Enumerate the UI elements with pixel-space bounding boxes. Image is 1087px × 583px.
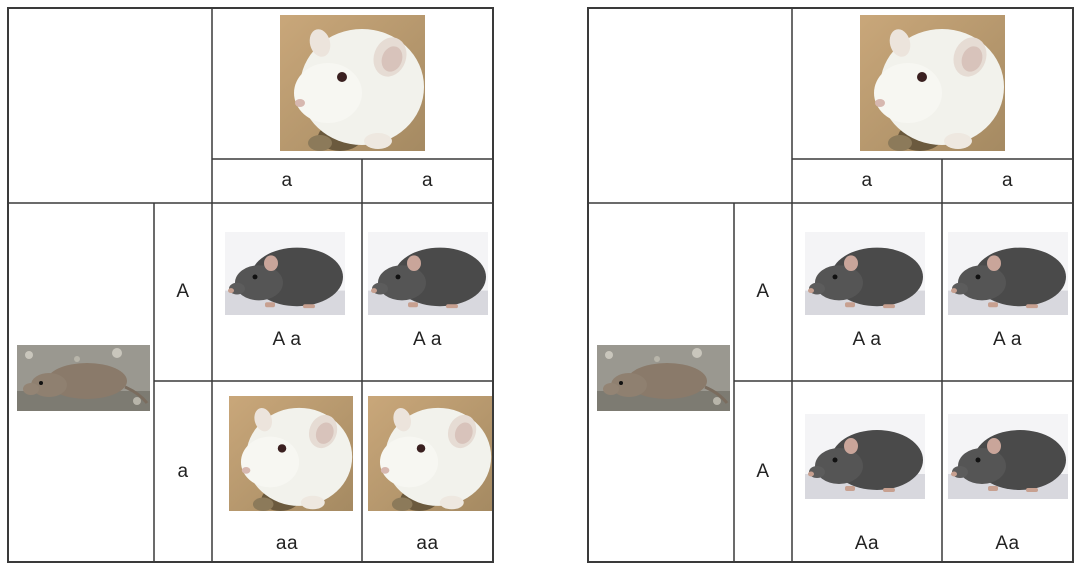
- offspring-white-rat-icon: [229, 396, 353, 511]
- offspring-genotype: Aa: [995, 533, 1020, 554]
- offspring-black-rat-icon: [948, 414, 1068, 499]
- offspring-genotype: A a: [272, 329, 302, 350]
- offspring-white-rat-icon: [368, 396, 492, 511]
- top-allele-2: a: [421, 170, 434, 191]
- offspring-black-rat-icon: [225, 232, 345, 315]
- offspring-genotype: A a: [852, 329, 882, 350]
- offspring-genotype: A a: [993, 329, 1022, 350]
- side-allele-1: A: [176, 281, 190, 302]
- side-allele-1: A: [756, 281, 770, 302]
- top-allele-2: a: [1001, 170, 1014, 191]
- side-allele-2: a: [177, 460, 189, 482]
- side-parent-brown-rat-icon: [597, 345, 730, 411]
- punnett-square-left: a a A a: [7, 7, 494, 563]
- offspring-genotype: A a: [413, 329, 442, 350]
- offspring-black-rat-icon: [368, 232, 488, 315]
- offspring-genotype: aa: [275, 533, 299, 554]
- offspring-black-rat-icon: [805, 232, 925, 315]
- top-allele-1: a: [281, 170, 293, 191]
- top-parent-white-rat-icon: [280, 15, 425, 151]
- side-parent-brown-rat-icon: [17, 345, 150, 411]
- offspring-genotype: Aa: [854, 533, 880, 554]
- top-parent-white-rat-icon: [860, 15, 1005, 151]
- punnett-square-right: a a A A: [587, 7, 1074, 563]
- offspring-genotype: aa: [416, 533, 439, 554]
- offspring-black-rat-icon: [805, 414, 925, 499]
- side-allele-2: A: [756, 460, 770, 482]
- grid-lines: [7, 7, 494, 563]
- top-allele-1: a: [861, 170, 873, 191]
- grid-lines: [587, 7, 1074, 563]
- offspring-black-rat-icon: [948, 232, 1068, 315]
